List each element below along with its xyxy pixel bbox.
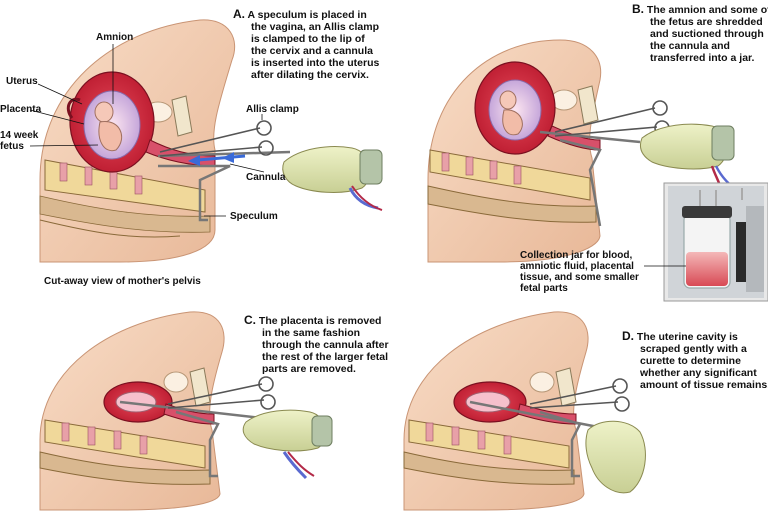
step-a-line-4: the cervix and a cannula [251,45,373,57]
step-a-line-3: is clamped to the lip of [251,33,365,45]
step-d-line-4: whether any significant [640,367,757,379]
step-b-line-4: the cannula and [650,40,730,52]
panel-b-illustration [427,39,768,302]
label-collection-jar: Collection jar for blood, amniotic fluid… [520,250,639,294]
step-b-line-1: The amnion and some of [646,4,768,16]
step-c-line-4: the rest of the larger fetal [262,351,389,363]
step-b-line-3: and suctioned through [650,28,764,40]
label-amnion: Amnion [96,32,134,43]
step-d-letter: D. [622,330,634,343]
step-a-line-1: A speculum is placed in [247,9,367,21]
step-a-caption: A. A speculum is placed in the vagina, a… [233,8,393,81]
label-placenta: Placenta [0,104,42,115]
panel-c-illustration [39,311,333,511]
collection-jar-photo [644,182,768,302]
jar-line-4: fetal parts [520,283,568,294]
step-b-caption: B. The amnion and some of the fetus are … [632,3,768,64]
label-speculum: Speculum [230,211,278,222]
step-a-letter: A. [233,7,245,21]
step-d-caption: D. The uterine cavity is scraped gently … [622,330,768,391]
panel-a-illustration [29,19,383,263]
jar-line-1: Collection jar for blood, [520,250,633,261]
step-a-line-6: after dilating the cervix. [251,69,369,81]
label-fetus: 14 week fetus [0,130,38,152]
step-c-letter: C. [244,313,256,327]
step-d-line-3: curette to determine [640,355,741,367]
step-c-line-5: parts are removed. [262,363,356,375]
caption-cutaway: Cut-away view of mother's pelvis [44,276,201,287]
step-c-line-3: through the cannula after [262,339,389,351]
step-c-line-2: in the same fashion [262,327,361,339]
label-cannula: Cannula [246,172,286,183]
jar-line-3: tissue, and some smaller [520,272,639,283]
step-b-letter: B. [632,3,644,16]
step-d-line-2: scraped gently with a [640,343,747,355]
jar-line-2: amniotic fluid, placental [520,261,634,272]
step-a-line-2: the vagina, an Allis clamp [251,21,379,33]
label-allis-clamp: Allis clamp [246,104,299,115]
label-fetus-line-1: 14 week [0,130,39,141]
label-uterus: Uterus [6,76,38,87]
label-fetus-line-2: fetus [0,141,24,152]
step-b-line-5: transferred into a jar. [650,52,755,64]
step-d-line-5: amount of tissue remains. [640,379,768,391]
step-a-line-5: is inserted into the uterus [251,57,380,69]
step-b-line-2: the fetus are shredded [650,16,763,28]
panel-d-illustration [403,311,646,511]
step-c-caption: C. The placenta is removed in the same f… [244,314,414,375]
step-c-line-1: The placenta is removed [258,315,382,327]
step-d-line-1: The uterine cavity is [636,331,738,343]
